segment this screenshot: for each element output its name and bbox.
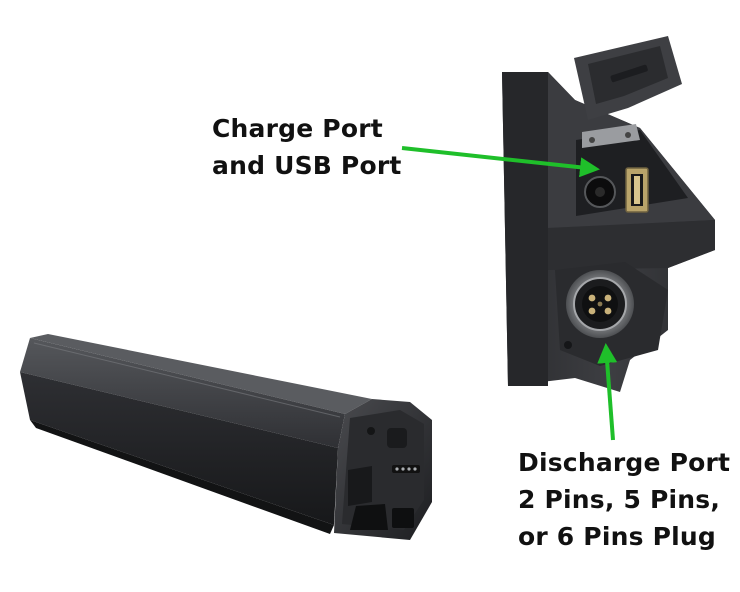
discharge-port-label: Discharge Port 2 Pins, 5 Pins, or 6 Pins… [518,444,730,555]
discharge-socket-icon [566,270,634,338]
dc-jack-icon [584,176,616,208]
discharge-port-arrow [597,343,618,441]
discharge-port-label-line-2: 2 Pins, 5 Pins, [518,485,721,514]
usb-port-icon [625,167,649,213]
charge-port-label-line-1: Charge Port [212,114,383,143]
battery-pack-image [20,334,432,540]
discharge-port-label-line-1: Discharge Port [518,448,731,477]
charge-port-arrow [401,146,600,178]
discharge-port-label-line-3: or 6 Pins Plug [518,522,716,551]
led-indicator [392,465,420,473]
charge-port-label-line-2: and USB Port [212,151,402,180]
charge-port-label: Charge Port and USB Port [212,110,402,184]
battery-port-closeup-image [502,36,715,392]
